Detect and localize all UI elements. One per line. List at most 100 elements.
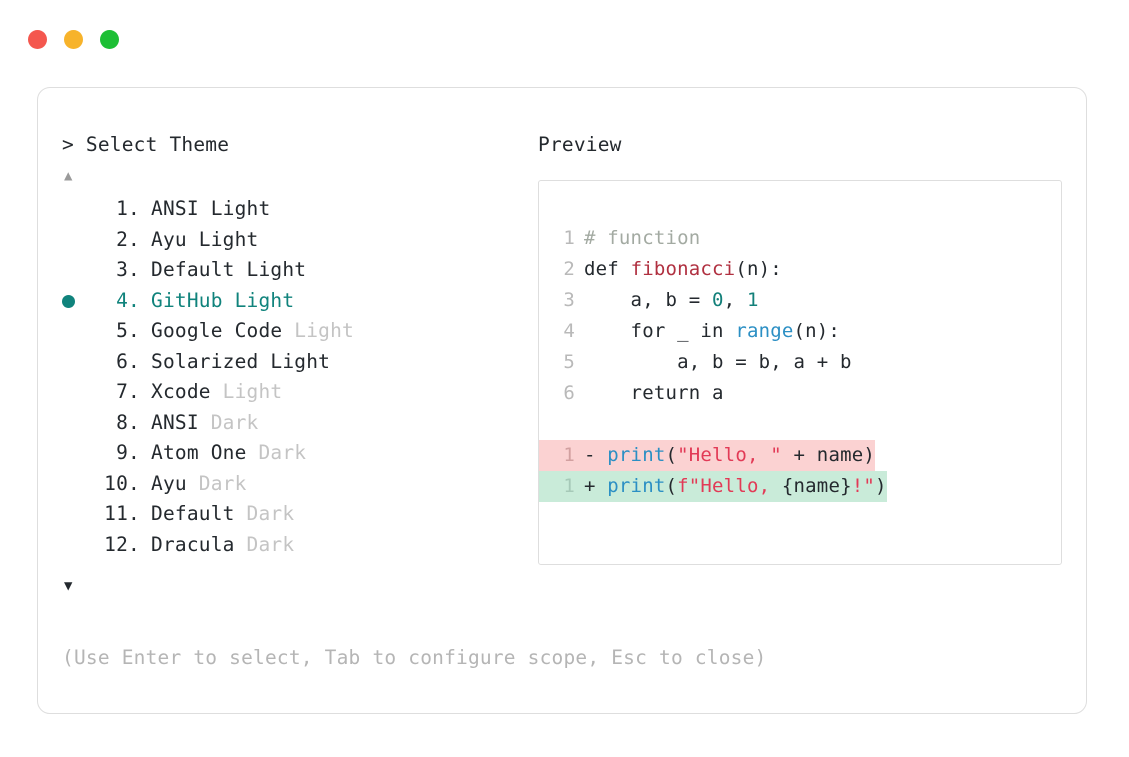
code-line-text: # function — [575, 223, 700, 254]
diff-line-removed: 1- print("Hello, " + name) — [539, 440, 876, 471]
theme-item-number: 10. — [104, 471, 140, 495]
theme-item-variant-space — [199, 408, 211, 439]
code-line: 5 a, b = b, a + b — [539, 347, 1061, 378]
code-line-text: - print("Hello, " + name) — [575, 440, 875, 471]
prompt-caret-icon: > — [62, 133, 74, 156]
code-token-plain: {name} — [781, 475, 852, 497]
diff-block: 1- print("Hello, " + name)1+ print(f"Hel… — [539, 440, 1061, 502]
bullet-dot-icon — [62, 294, 75, 308]
code-token-plain: a, b = b, a + b — [584, 351, 852, 373]
diff-line-added: 1+ print(f"Hello, {name}!") — [539, 471, 887, 502]
code-token-func: fibonacci — [630, 258, 736, 280]
theme-item-variant: Light — [270, 349, 331, 373]
theme-item-number: 6. — [116, 349, 140, 373]
code-line-text: return a — [575, 378, 724, 409]
theme-item-name: ANSI — [151, 197, 199, 220]
theme-list-item[interactable]: 5. Google Code Light — [62, 316, 532, 347]
theme-item-variant: Dark — [198, 471, 247, 495]
close-button-icon[interactable] — [28, 30, 47, 49]
code-spacer — [539, 409, 1061, 440]
theme-item-name: Xcode — [151, 380, 211, 403]
minimize-button-icon[interactable] — [64, 30, 83, 49]
theme-item-variant: Light — [234, 288, 295, 312]
theme-list-item[interactable]: 1.ANSI Light — [62, 194, 532, 225]
line-number: 4 — [563, 320, 575, 342]
theme-list-item[interactable]: 3. Default Light — [62, 255, 532, 286]
selection-bullet-icon — [62, 287, 92, 318]
code-token-comment: # function — [584, 227, 701, 249]
code-token-plain: for _ in — [584, 320, 736, 342]
theme-item-variant-space — [211, 377, 223, 408]
code-token-string: !" — [851, 475, 876, 497]
code-line-text: def fibonacci(n): — [575, 254, 782, 285]
theme-selector-pane: > Select Theme ▲ 1. ANSI Light 2. Ayu Light… — [62, 132, 532, 598]
theme-item-variant-space — [247, 438, 259, 469]
scroll-down-arrow-icon[interactable]: ▼ — [64, 578, 73, 594]
line-number: 1 — [563, 475, 575, 497]
code-token-plain: + name) — [781, 444, 876, 466]
line-number: 1 — [563, 444, 575, 466]
code-line: 6 return a — [539, 378, 1061, 409]
code-token-plain: ) — [875, 475, 887, 497]
scroll-up-arrow-icon[interactable]: ▲ — [64, 168, 73, 184]
theme-item-name: Default — [151, 502, 235, 525]
code-line-text: for _ in range(n): — [575, 316, 840, 347]
theme-list-item[interactable]: 2.Ayu Light — [62, 225, 532, 256]
theme-item-name: Solarized — [151, 349, 259, 373]
theme-item-number: 5. — [116, 319, 140, 342]
theme-item-number: 3. — [116, 258, 140, 281]
code-token-keyword: def — [584, 258, 631, 280]
code-token-number: 0 — [712, 289, 724, 311]
prompt-header: > Select Theme — [62, 132, 532, 158]
keyboard-hint: (Use Enter to select, Tab to configure s… — [62, 646, 767, 669]
line-number: 5 — [563, 351, 575, 373]
theme-item-number: 2. — [116, 227, 140, 251]
theme-item-variant-space — [235, 255, 247, 286]
line-number: 2 — [563, 258, 575, 280]
theme-item-variant: Dark — [210, 410, 259, 434]
theme-list-item[interactable]: 12. Dracula Dark — [62, 530, 532, 561]
theme-item-variant-space — [187, 225, 199, 256]
theme-item-name: Atom One — [151, 441, 247, 464]
theme-item-variant-space — [187, 469, 199, 500]
theme-list-item[interactable]: 11.Default Dark — [62, 499, 532, 530]
theme-item-number: 9. — [116, 441, 140, 464]
code-line-text: + print(f"Hello, {name}!") — [575, 471, 887, 502]
theme-item-name: Ayu — [151, 227, 187, 251]
maximize-button-icon[interactable] — [100, 30, 119, 49]
theme-list-item[interactable]: 7. Xcode Light — [62, 377, 532, 408]
line-number: 3 — [563, 289, 575, 311]
theme-item-number: 12. — [104, 532, 140, 556]
code-token-plain: + — [584, 475, 608, 497]
theme-item-variant: Light — [294, 319, 354, 342]
code-line: 1 # function — [539, 223, 1061, 254]
code-token-number: 1 — [746, 289, 759, 311]
theme-list-item[interactable]: 4.GitHub Light — [62, 286, 532, 317]
theme-item-variant-space — [223, 286, 235, 317]
theme-item-name: Default — [151, 258, 235, 281]
code-token-string: "Hello, " — [677, 444, 782, 466]
line-number: 1 — [563, 227, 575, 249]
page-title: Select Theme — [85, 133, 230, 156]
theme-list-item[interactable]: 10.Ayu Dark — [62, 469, 532, 500]
theme-item-variant: Dark — [246, 502, 295, 525]
theme-item-variant-space — [235, 530, 247, 561]
line-number: 6 — [563, 382, 575, 404]
theme-item-number: 7. — [116, 380, 140, 403]
theme-list-item[interactable]: 9.Atom One Dark — [62, 438, 532, 469]
theme-item-variant: Light — [246, 258, 307, 281]
theme-item-name: ANSI — [151, 410, 199, 434]
code-token-builtin: print — [607, 475, 666, 497]
theme-item-name: Google Code — [151, 319, 283, 342]
theme-item-name: Dracula — [151, 532, 235, 556]
code-token-plain: ( — [665, 475, 678, 497]
theme-list-item[interactable]: 6. Solarized Light — [62, 347, 532, 378]
theme-item-number: 1. — [116, 197, 140, 220]
theme-list-item[interactable]: 8.ANSI Dark — [62, 408, 532, 439]
theme-item-variant: Dark — [246, 532, 295, 556]
theme-item-variant: Light — [222, 380, 283, 403]
